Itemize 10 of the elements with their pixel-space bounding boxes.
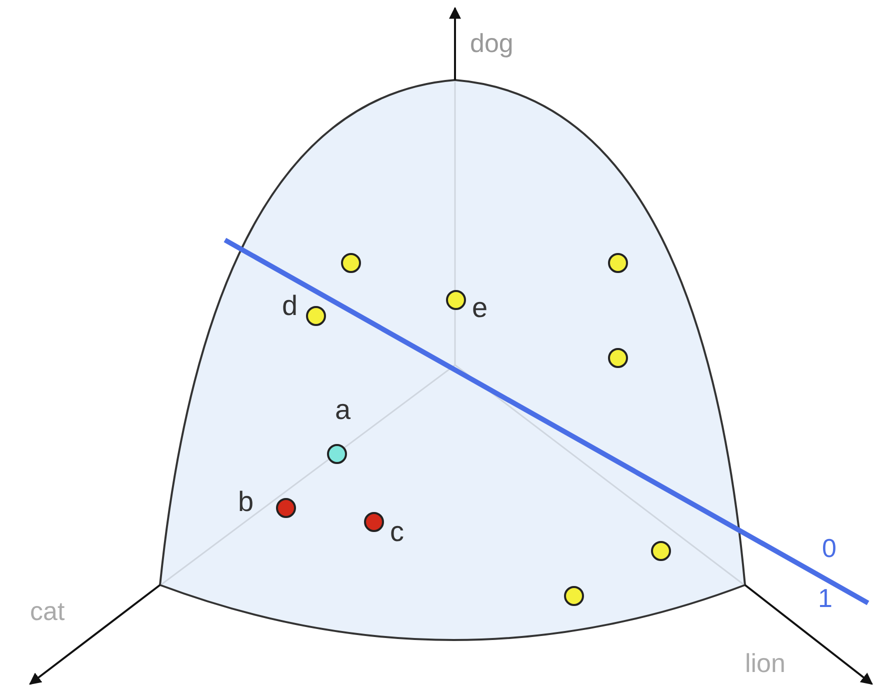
- class-label: 0: [822, 535, 836, 561]
- point-label: a: [335, 396, 351, 424]
- axis-label: lion: [745, 650, 786, 676]
- point-label: b: [238, 488, 254, 516]
- class-label: 1: [818, 585, 832, 611]
- point-label: e: [472, 294, 488, 322]
- point-label: d: [282, 292, 298, 320]
- point-label: c: [390, 518, 404, 546]
- axis-label: dog: [470, 30, 514, 56]
- axis-label: cat: [30, 598, 65, 624]
